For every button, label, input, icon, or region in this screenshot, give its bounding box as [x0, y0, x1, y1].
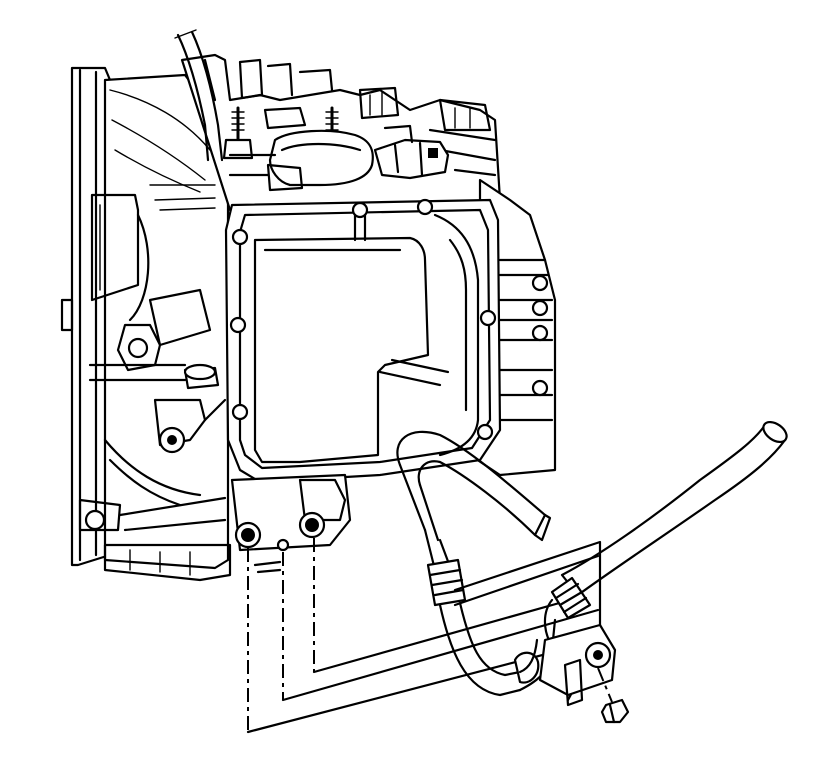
electrical-connector	[373, 124, 450, 180]
bracket-bolt	[597, 667, 630, 724]
solenoid-body	[228, 106, 374, 192]
stud-left	[222, 106, 254, 160]
upper-cooler-hose	[396, 430, 552, 542]
oil-pan	[224, 198, 502, 484]
vent-hose	[174, 29, 224, 162]
alignment-lines	[246, 538, 602, 734]
lower-cooler-hose	[423, 528, 557, 697]
transaxle-case	[60, 66, 232, 582]
cooler-line-bracket	[453, 540, 617, 707]
cooler-line-fittings	[230, 473, 352, 574]
